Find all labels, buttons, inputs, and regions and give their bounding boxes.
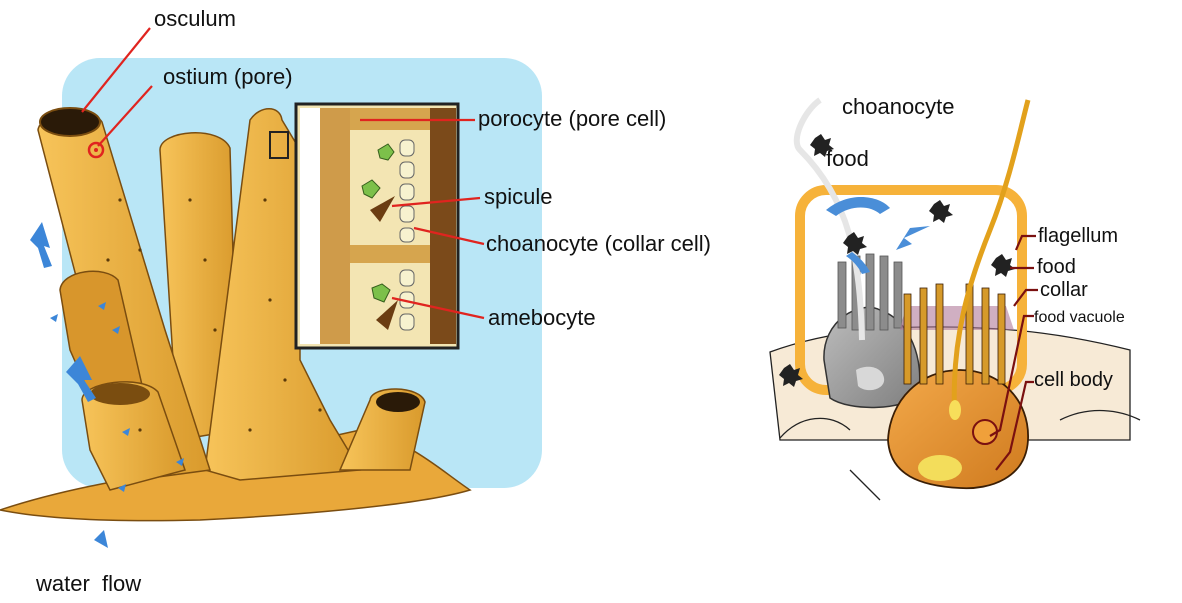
label-porocyte: porocyte (pore cell) bbox=[478, 108, 666, 130]
label-food-top: food bbox=[826, 148, 869, 170]
osculum-opening bbox=[40, 108, 100, 136]
label-spicule: spicule bbox=[484, 186, 552, 208]
label-osculum: osculum bbox=[154, 8, 236, 30]
sponge-illustration bbox=[0, 28, 542, 548]
label-cell-body: cell body bbox=[1034, 370, 1113, 390]
food-vacuole bbox=[973, 420, 997, 444]
label-flagellum: flagellum bbox=[1038, 226, 1118, 246]
label-ostium: ostium (pore) bbox=[163, 66, 293, 88]
label-food-right: food bbox=[1037, 257, 1076, 277]
label-choanocyte-collar-cell: choanocyte (collar cell) bbox=[486, 233, 711, 255]
label-choanocyte-title: choanocyte bbox=[842, 96, 955, 118]
label-food-vacuole: food vacuole bbox=[1034, 310, 1125, 326]
label-water-flow: water flow bbox=[36, 573, 141, 595]
label-amebocyte: amebocyte bbox=[488, 307, 596, 329]
label-collar: collar bbox=[1040, 280, 1088, 300]
